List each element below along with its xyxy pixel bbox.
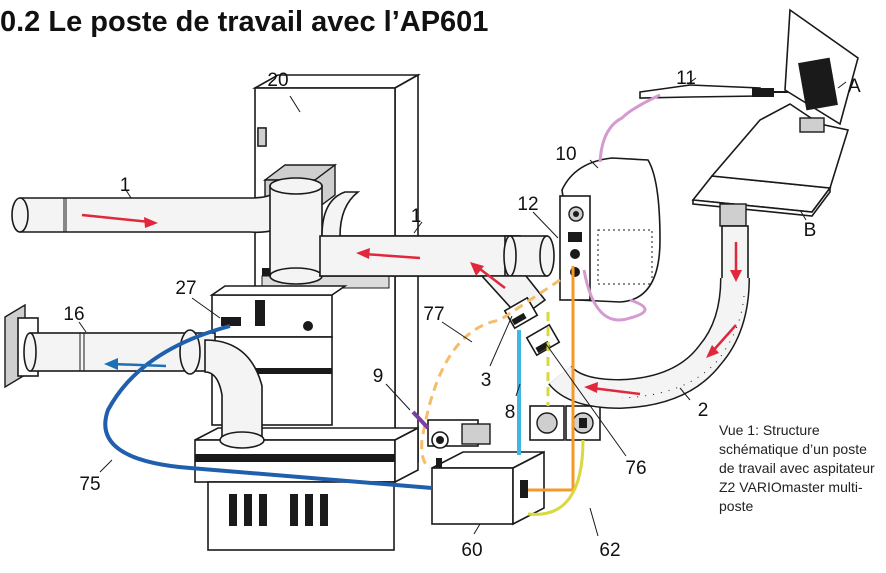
air-flow-arrow-exhaust [104, 358, 167, 370]
label-1-left: 1 [120, 175, 131, 196]
label-12: 12 [517, 194, 538, 215]
label-11: 11 [676, 68, 696, 89]
air-flow-arrow-down-b [730, 242, 742, 282]
handpiece-11 [639, 84, 790, 99]
label-27: 27 [175, 278, 196, 299]
air-flow-arrow-branch [470, 262, 506, 289]
label-16: 16 [63, 304, 84, 325]
label-60: 60 [461, 540, 482, 561]
label-76: 76 [625, 458, 646, 479]
workstation-table [691, 8, 859, 281]
label-2: 2 [698, 400, 709, 421]
label-8: 8 [505, 402, 516, 423]
part-labels: 20 11 A 10 1 1 12 B 27 16 77 9 3 8 2 76 … [63, 68, 861, 561]
pipe-16-exhaust [4, 303, 265, 449]
label-b: B [804, 220, 817, 241]
cables [103, 93, 661, 516]
control-box-60 [431, 450, 545, 526]
air-flow-arrow-hose-end [584, 382, 641, 396]
label-77: 77 [423, 304, 444, 325]
control-unit-10 [559, 157, 661, 303]
label-10: 10 [555, 144, 576, 165]
pipe-1-left [11, 177, 323, 285]
label-1-right: 1 [411, 206, 422, 227]
air-flow-arrow-hose-curve [706, 324, 737, 358]
flap-valves [503, 296, 561, 357]
flow-arrows [81, 213, 742, 396]
label-a: A [848, 76, 861, 97]
figure-caption: Vue 1: Structure schématique d’un poste … [719, 422, 875, 514]
label-62: 62 [599, 540, 620, 561]
label-75: 75 [79, 474, 100, 495]
label-20: 20 [267, 70, 288, 91]
label-9: 9 [373, 366, 384, 387]
air-flow-arrow-in-left [81, 213, 158, 228]
air-flow-arrow-in-right [356, 248, 421, 260]
label-3: 3 [481, 370, 492, 391]
valve-9 [427, 419, 491, 449]
section-title: 0.2 Le poste de travail avec l’AP601 [0, 6, 489, 38]
hose-2 [548, 277, 750, 410]
leader-lines [78, 77, 847, 537]
wall-sockets [529, 405, 601, 441]
